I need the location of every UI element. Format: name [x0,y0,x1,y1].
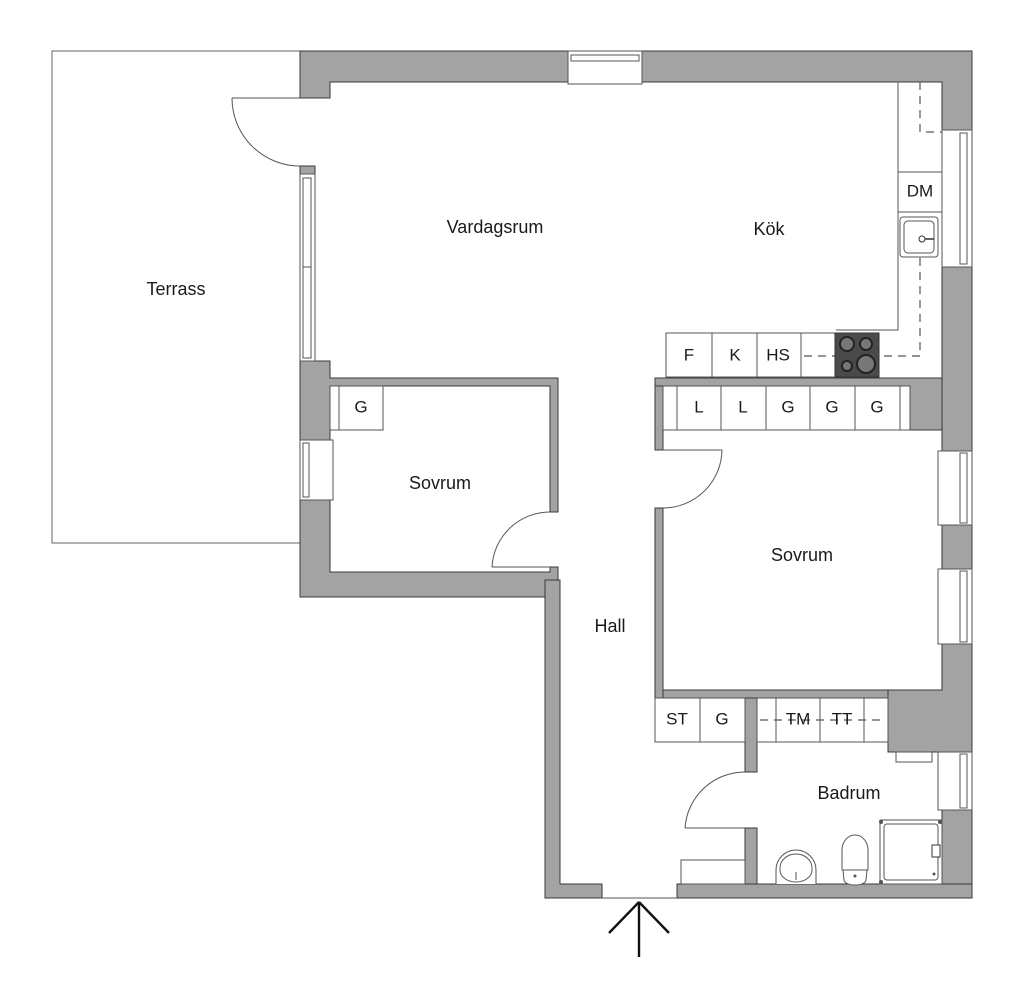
label-g-bedroom1: G [354,397,367,416]
wardrobes-bedroom2: L L G G G [662,385,911,431]
label-k: K [729,345,741,364]
room-labels: Terrass Vardagsrum Kök Sovrum Sovrum Hal… [146,217,880,803]
label-g-3: G [870,397,883,416]
label-kok: Kök [753,219,785,239]
doors [231,97,746,899]
windows [299,50,973,811]
window-bathroom-right [937,751,973,811]
label-sovrum-2: Sovrum [771,545,833,565]
kitchen-unit-dm: DM [907,181,933,200]
label-hs: HS [766,345,790,364]
window-top [567,50,643,85]
wardrobe-bedroom1: G [329,385,384,431]
door-bedroom2 [662,449,723,509]
label-st: ST [666,709,688,728]
stove-icon [834,332,880,378]
label-g-2: G [825,397,838,416]
kitchen: DM F K HS [665,82,943,378]
toilet-icon [841,834,869,886]
label-hall: Hall [594,616,625,636]
label-tm: TM [786,709,811,728]
label-dm: DM [907,181,933,200]
label-f: F [684,345,694,364]
sink-icon [899,216,939,258]
bathroom-units: TM TT [756,697,943,886]
label-g-1: G [781,397,794,416]
window-living-left [299,173,316,362]
hall-units: ST G [654,697,746,885]
label-vardagsrum: Vardagsrum [447,217,544,237]
label-tt: TT [832,709,853,728]
shower-icon [879,819,943,885]
label-l-1: L [694,397,703,416]
terrace [51,50,300,544]
entrance-arrow-icon [608,901,670,957]
window-bedroom1-left [299,439,334,501]
door-terrace [231,97,301,167]
window-bedroom2-right-2 [937,568,973,645]
washbasin-icon [775,849,817,884]
label-badrum: Badrum [817,783,880,803]
walls [299,50,973,899]
window-kitchen-right [941,129,973,268]
label-sovrum-1: Sovrum [409,473,471,493]
window-bedroom2-right-1 [937,450,973,526]
label-g-hall: G [715,709,728,728]
radiator-bathroom [895,751,933,763]
label-terrass: Terrass [146,279,205,299]
door-bedroom1 [491,511,551,568]
label-l-2: L [738,397,747,416]
door-bathroom [684,771,746,829]
